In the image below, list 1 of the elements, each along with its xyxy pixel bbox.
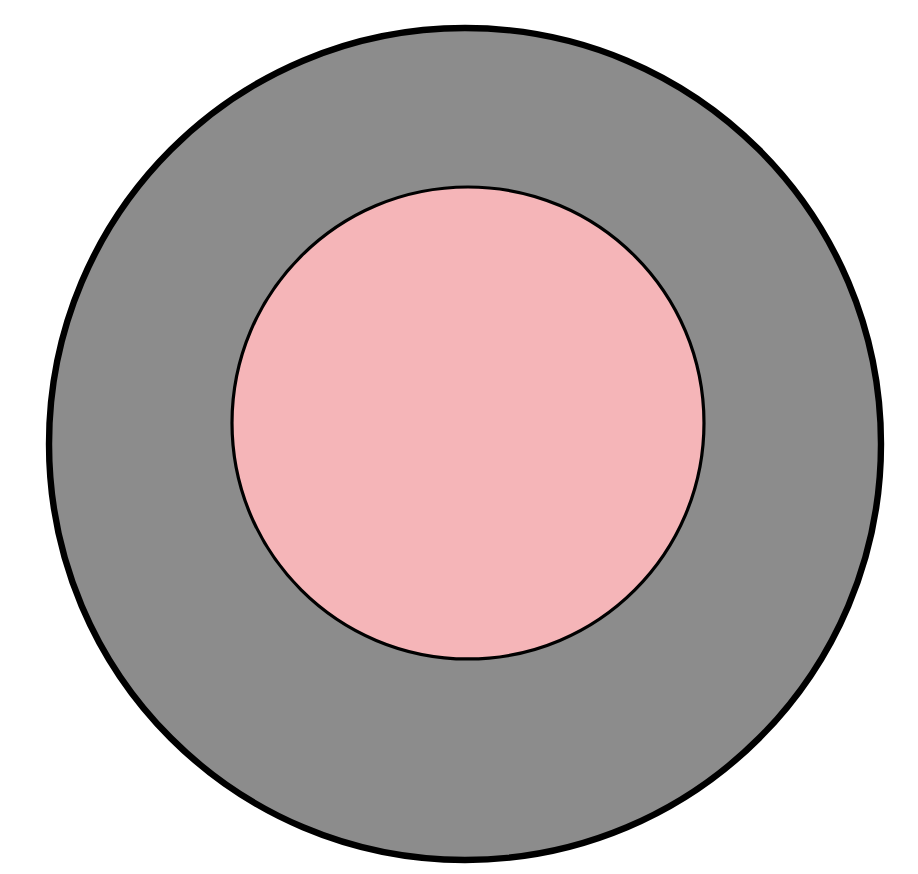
circle: [230, 185, 706, 661]
